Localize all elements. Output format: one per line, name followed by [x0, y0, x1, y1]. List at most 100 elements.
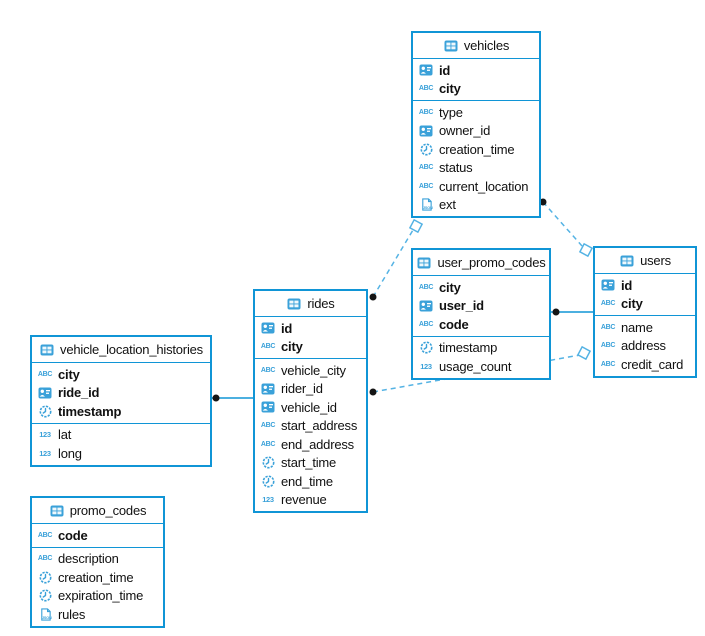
table-user_promo_codes[interactable]: user_promo_codes ABC city user_id ABC co… — [411, 248, 551, 380]
clock-icon — [260, 456, 276, 469]
abc-type-icon: ABC — [260, 343, 276, 351]
abc-type-icon: ABC — [418, 85, 434, 93]
abc-type-icon: ABC — [37, 370, 53, 378]
field-revenue: 123 revenue — [255, 491, 366, 510]
field-name: user_id — [439, 298, 484, 314]
field-name: long — [58, 445, 82, 461]
field-name: credit_card — [621, 356, 684, 372]
table-header[interactable]: user_promo_codes — [413, 250, 549, 276]
field-expiration_time: expiration_time — [32, 587, 163, 606]
field-user_id: user_id — [413, 297, 549, 316]
field-end_time: end_time — [255, 472, 366, 491]
id-badge-icon — [418, 64, 434, 76]
field-status: ABC status — [413, 159, 539, 178]
table-header[interactable]: vehicles — [413, 33, 539, 59]
field-name: city — [621, 296, 643, 312]
field-name: description — [58, 551, 119, 567]
field-current_location: ABC current_location — [413, 177, 539, 196]
many-side-dot-marker — [369, 293, 377, 301]
field-end_address: ABC end_address — [255, 435, 366, 454]
field-vehicle_city: ABC vehicle_city — [255, 361, 366, 380]
table-icon — [286, 298, 302, 310]
clock-icon — [260, 475, 276, 488]
abc-type-icon: ABC — [260, 422, 276, 430]
field-credit_card: ABC credit_card — [595, 355, 695, 374]
many-side-dot-marker — [212, 394, 220, 402]
field-name: start_time — [281, 455, 337, 471]
columns-section: timestamp 123 usage_count — [413, 335, 549, 378]
number-type-icon: 123 — [262, 495, 274, 504]
id-badge-icon — [418, 125, 434, 137]
abc-type-icon: ABC — [600, 360, 616, 368]
field-id: id — [595, 276, 695, 295]
primary-key-section: ABC city ride_id timestamp — [32, 363, 210, 423]
table-rides[interactable]: rides id ABC city ABC vehicle_city — [253, 289, 368, 513]
field-name: creation_time — [58, 569, 134, 585]
abc-type-icon: ABC — [418, 320, 434, 328]
table-header[interactable]: vehicle_location_histories — [32, 337, 210, 363]
field-address: ABC address — [595, 337, 695, 356]
field-id: id — [413, 61, 539, 80]
field-name: rules — [58, 606, 86, 622]
primary-key-section: id ABC city — [413, 59, 539, 100]
table-header[interactable]: promo_codes — [32, 498, 163, 524]
table-header[interactable]: users — [595, 248, 695, 274]
field-lat: 123 lat — [32, 426, 210, 445]
field-name: id — [439, 62, 451, 78]
columns-section: ABC vehicle_city rider_id vehicle_id ABC — [255, 358, 366, 511]
field-name: end_time — [281, 473, 333, 489]
field-name: ABC name — [595, 318, 695, 337]
field-city: ABC city — [595, 295, 695, 314]
id-badge-icon — [418, 300, 434, 312]
svg-text:JSON: JSON — [422, 206, 432, 210]
many-side-dot-marker — [552, 308, 560, 316]
field-name: id — [621, 277, 633, 293]
field-name: vehicle_city — [281, 362, 346, 378]
field-rules: JSON rules — [32, 605, 163, 624]
field-start_time: start_time — [255, 454, 366, 473]
one-side-diamond-marker — [578, 242, 594, 258]
field-name: rider_id — [281, 381, 323, 397]
field-name: city — [439, 81, 461, 97]
field-creation_time: creation_time — [32, 568, 163, 587]
primary-key-section: id ABC city — [255, 317, 366, 358]
field-name: address — [621, 338, 666, 354]
relationship-vehicles-to-users — [542, 201, 583, 247]
primary-key-section: id ABC city — [595, 274, 695, 315]
field-creation_time: creation_time — [413, 140, 539, 159]
id-badge-icon — [37, 387, 53, 399]
field-description: ABC description — [32, 550, 163, 569]
id-badge-icon — [260, 401, 276, 413]
field-ride_id: ride_id — [32, 384, 210, 403]
field-city: ABC city — [32, 365, 210, 384]
abc-type-icon: ABC — [418, 164, 434, 172]
table-icon — [49, 505, 65, 517]
json-icon: JSON — [37, 608, 53, 621]
table-vehicle_location_histories[interactable]: vehicle_location_histories ABC city ride… — [30, 335, 212, 467]
field-name: city — [281, 339, 303, 355]
field-name: start_address — [281, 418, 358, 434]
id-badge-icon — [600, 279, 616, 291]
table-promo_codes[interactable]: promo_codes ABC code ABC description cre… — [30, 496, 165, 628]
field-code: ABC code — [32, 526, 163, 545]
table-header[interactable]: rides — [255, 291, 366, 317]
table-users[interactable]: users id ABC city ABC name ABC address A — [593, 246, 697, 378]
table-icon — [443, 40, 459, 52]
field-timestamp: timestamp — [32, 402, 210, 421]
abc-type-icon: ABC — [418, 182, 434, 190]
field-start_address: ABC start_address — [255, 417, 366, 436]
svg-text:JSON: JSON — [41, 616, 51, 620]
field-timestamp: timestamp — [413, 339, 549, 358]
table-icon — [416, 257, 432, 269]
table-vehicles[interactable]: vehicles id ABC city ABC type — [411, 31, 541, 218]
columns-section: ABC description creation_time expiration… — [32, 546, 163, 626]
field-name: usage_count — [439, 358, 512, 374]
field-name: vehicle_id — [281, 399, 337, 415]
field-name: lat — [58, 427, 72, 443]
relationship-rides-to-vehicles — [372, 229, 414, 298]
field-name: owner_id — [439, 123, 491, 139]
field-name: expiration_time — [58, 588, 144, 604]
id-badge-icon — [260, 322, 276, 334]
field-vehicle_id: vehicle_id — [255, 398, 366, 417]
field-name: code — [439, 316, 469, 332]
